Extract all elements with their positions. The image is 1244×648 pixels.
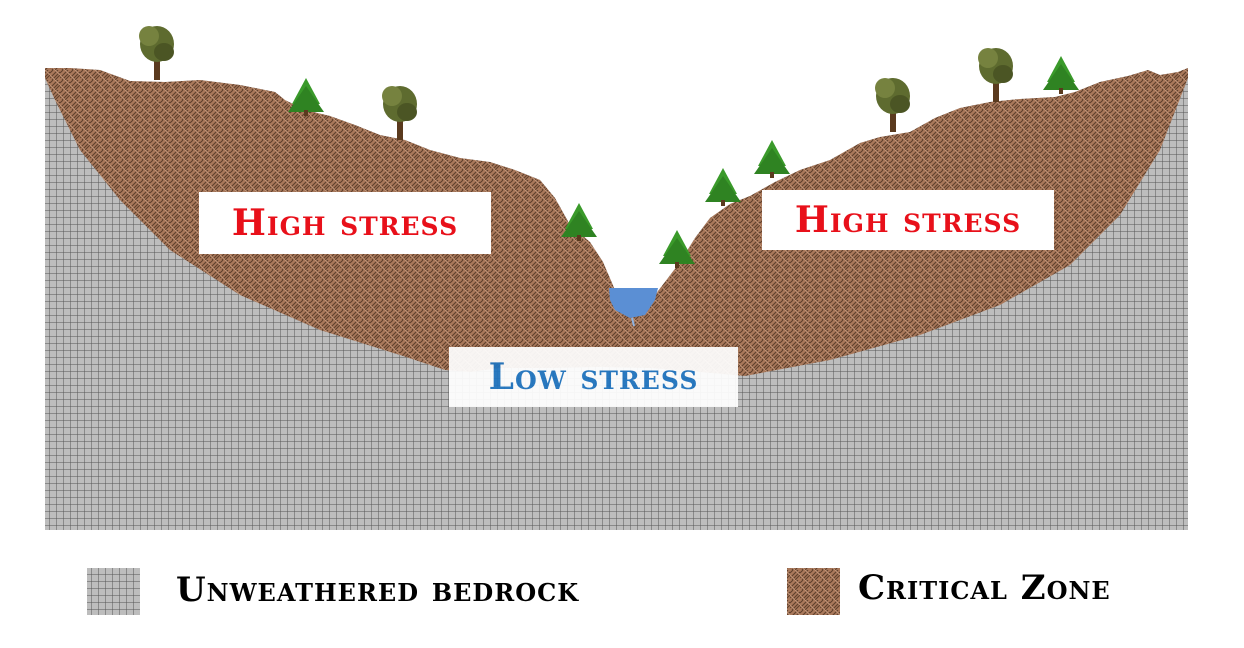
tree-icon — [875, 78, 910, 132]
tree-icon — [1043, 56, 1079, 94]
sky-region — [45, 0, 1188, 305]
tree-icon — [705, 168, 741, 206]
high-stress-text-right: High stress — [794, 199, 1022, 241]
low-stress-label: Low stress — [449, 347, 738, 407]
tree-icon — [288, 78, 324, 116]
critical-zone-region — [45, 68, 1188, 376]
legend-bedrock-swatch — [87, 568, 140, 615]
high-stress-text-left: High stress — [231, 202, 459, 244]
tree-icon — [139, 26, 174, 80]
high-stress-label-left: High stress — [199, 192, 491, 254]
tree-icon — [382, 86, 417, 140]
high-stress-label-right: High stress — [762, 190, 1054, 250]
legend-bedrock-label: Unweathered bedrock — [176, 570, 580, 610]
tree-icon — [754, 140, 790, 178]
tree-icon — [659, 230, 695, 268]
low-stress-text: Low stress — [488, 356, 699, 398]
tree-icon — [561, 203, 597, 241]
stream-water-icon — [609, 288, 658, 327]
legend-critical-zone-label: Critical Zone — [858, 568, 1111, 608]
tree-icon — [978, 48, 1013, 102]
legend-critical-zone-swatch — [787, 568, 840, 615]
